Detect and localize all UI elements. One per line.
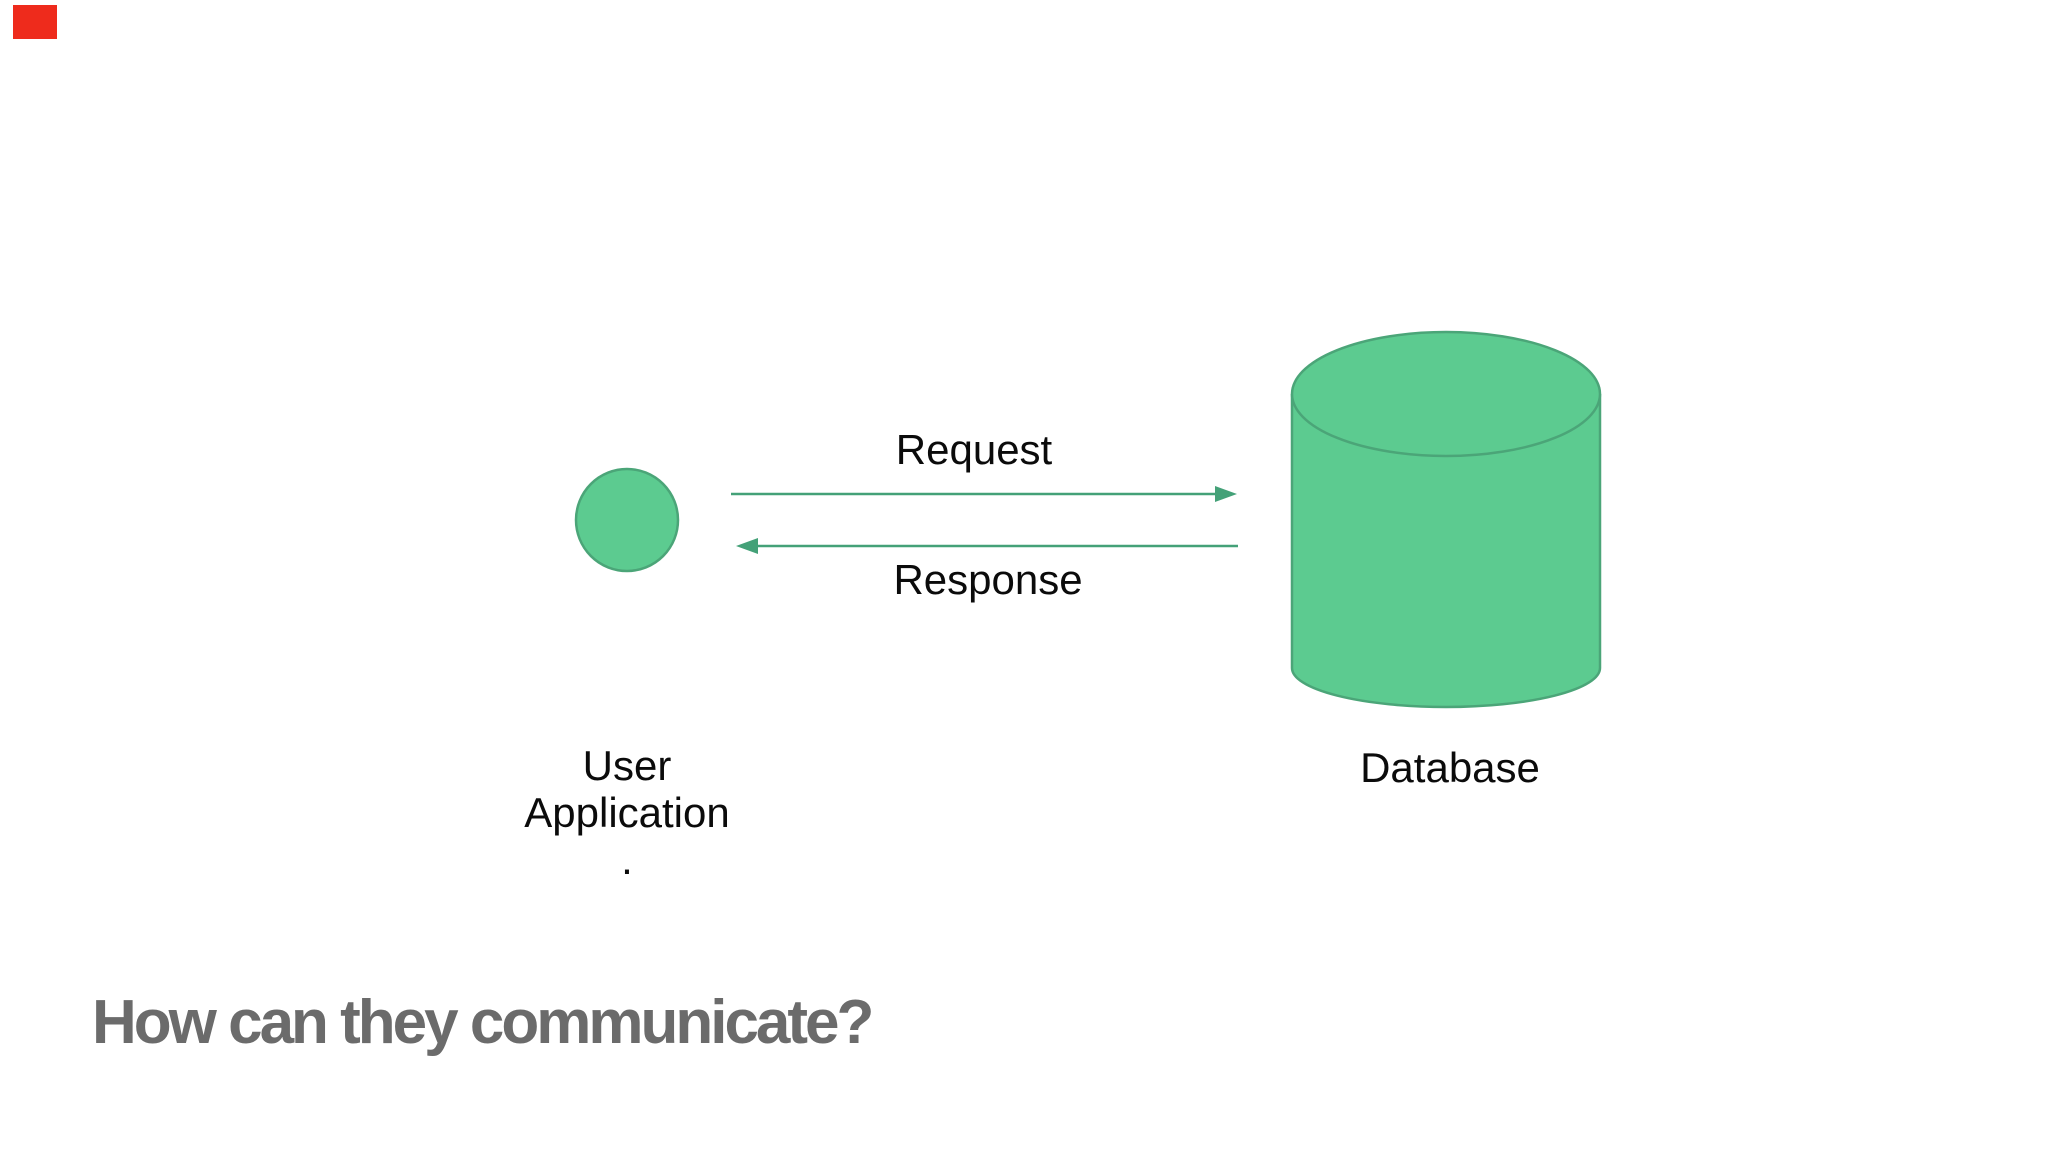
red-marker — [13, 5, 57, 39]
database-label: Database — [1360, 744, 1540, 791]
slide-title: How can they communicate? — [92, 988, 874, 1057]
user-application-label-line3: . — [621, 836, 633, 883]
database-cylinder — [1290, 330, 1602, 709]
response-label: Response — [893, 556, 1083, 603]
user-application-circle — [574, 467, 680, 573]
user-application-label-line1: User — [582, 742, 672, 789]
user-application-label-line2: Application — [524, 789, 730, 836]
response-arrow — [736, 538, 1238, 554]
request-arrow — [731, 486, 1237, 502]
request-label: Request — [895, 426, 1053, 473]
